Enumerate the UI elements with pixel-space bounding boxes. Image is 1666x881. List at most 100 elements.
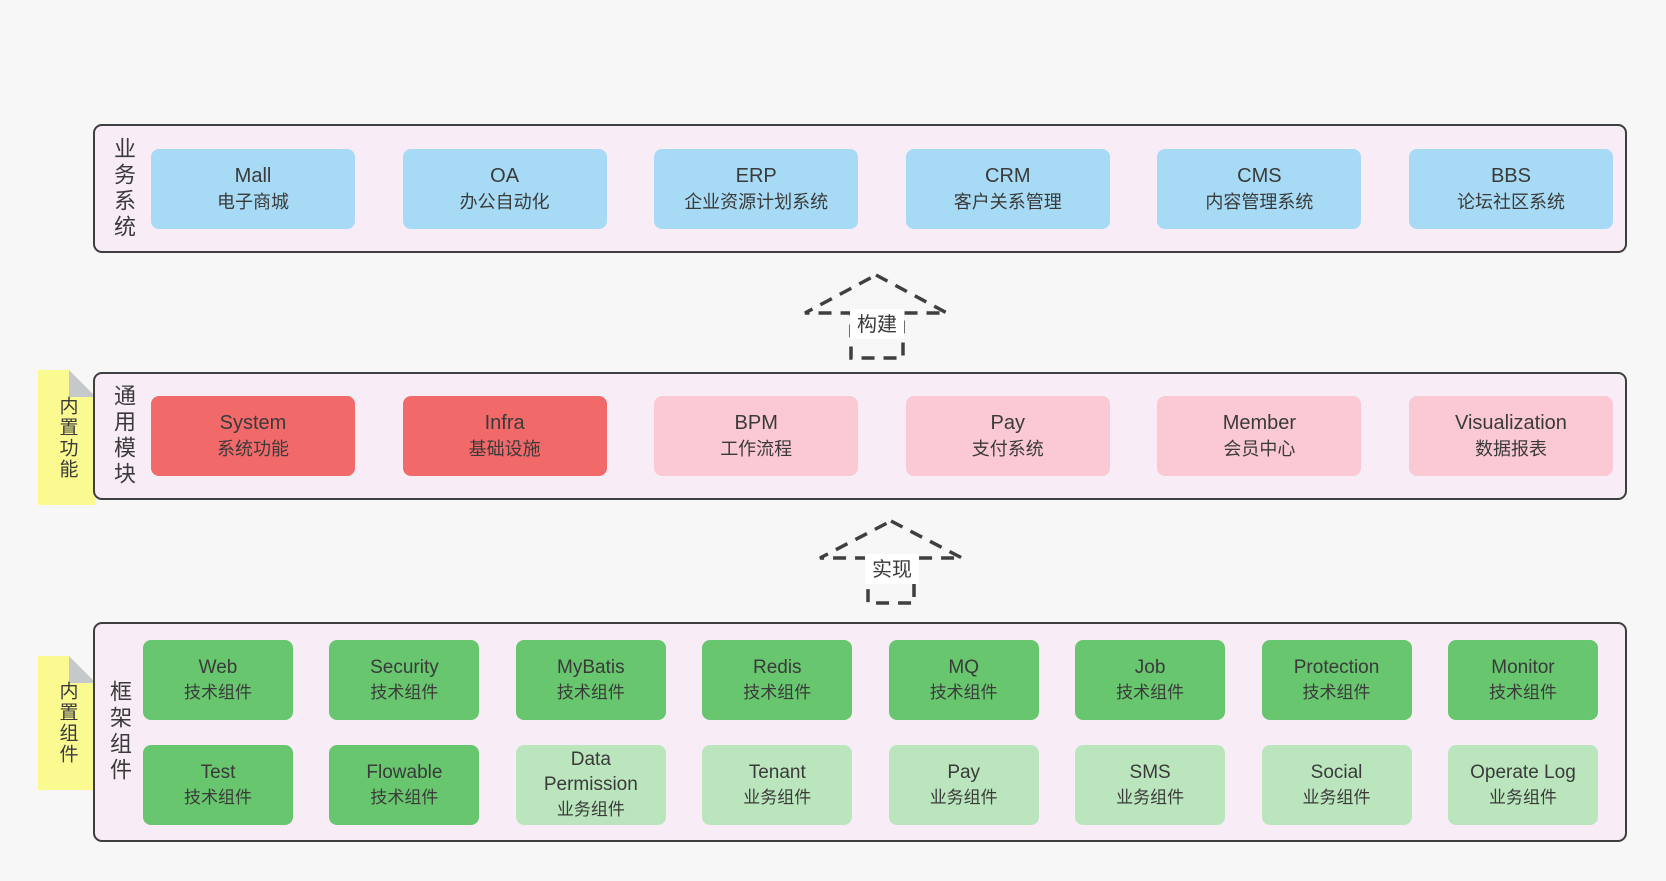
box-subtitle: 业务组件 [1488,787,1557,807]
box-subtitle: 技术组件 [1116,682,1185,702]
box-title: CMS [1237,164,1282,187]
box-subtitle: 业务组件 [743,787,812,807]
box-title: Member [1222,412,1297,434]
box-security: Security 技术组件 [329,639,480,720]
box-title: Tenant [748,761,806,783]
box-subtitle: 技术组件 [370,787,439,807]
box-monitor: Monitor 技术组件 [1447,639,1598,720]
box-protection: Protection 技术组件 [1261,639,1412,720]
box-subtitle: 业务组件 [929,787,998,807]
arrow-implement-label-bg [865,554,919,584]
box-title: Job [1134,656,1166,678]
box-subtitle: 技术组件 [184,787,252,807]
box-title: Data Permission [543,749,638,795]
box-title: MQ [948,656,979,678]
box-title: SMS [1129,761,1171,783]
box-subtitle: 技术组件 [184,682,252,702]
box-mall: Mall 电子商城 [151,148,355,229]
box-title: Social [1310,761,1363,783]
box-subtitle: 内容管理系统 [1205,191,1314,212]
box-title: Pay [947,761,981,783]
arrow-build-label: 构建 [857,313,897,336]
arrow-implement-label: 实现 [872,558,912,581]
box-subtitle: 企业资源计划系统 [684,191,829,212]
box-erp: ERP 企业资源计划系统 [654,148,859,229]
box-data-permission: Data Permission 业务组件 [515,744,666,825]
box-subtitle: 数据报表 [1474,439,1547,459]
box-title: Mall [234,164,272,187]
box-pay: Pay 业务组件 [888,744,1039,825]
box-oa: OA 办公自动化 [402,148,607,229]
arrow-build-icon: 构建 [804,273,948,360]
box-title: CRM [985,164,1031,187]
box-redis: Redis 技术组件 [702,639,853,720]
sticky-note-built-in-components: 内置组件 [38,656,96,790]
box-member: Member 会员中心 [1157,396,1362,476]
layer-label-business-systems: 业务系统 [111,136,136,241]
box-subtitle: 支付系统 [971,439,1044,459]
box-title: ERP [735,164,777,187]
box-subtitle: 技术组件 [1488,682,1557,702]
box-web: Web 技术组件 [143,639,293,720]
box-subtitle: 电子商城 [217,191,289,212]
box-visualization: Visualization 数据报表 [1408,396,1613,476]
box-sms: SMS 业务组件 [1075,744,1226,825]
box-subtitle: 业务组件 [1302,787,1371,807]
box-tenant: Tenant 业务组件 [702,744,853,825]
arrow-build-label-bg [850,309,904,339]
layer-label-framework-components: 框架组件 [107,680,132,784]
box-subtitle: 客户关系管理 [953,191,1062,212]
business-systems-row: Mall 电子商城 OA 办公自动化 ERP 企业资源计划系统 CRM 客户关系管理 CMS 内容… [151,126,1625,251]
box-mybatis: MyBatis 技术组件 [515,639,666,720]
box-subtitle: 论坛社区系统 [1456,191,1565,212]
box-subtitle: 基础设施 [468,439,541,459]
box-system: System 系统功能 [151,396,355,476]
box-job: Job 技术组件 [1075,639,1226,720]
box-operate-log: Operate Log 业务组件 [1447,744,1598,825]
box-title: MyBatis [557,656,625,678]
box-subtitle: 技术组件 [556,682,625,702]
box-title: BPM [734,412,778,434]
box-title: Redis [752,656,802,678]
box-subtitle: 办公自动化 [459,191,550,212]
box-cms: CMS 内容管理系统 [1157,148,1362,229]
box-subtitle: 业务组件 [1116,787,1185,807]
box-bbs: BBS 论坛社区系统 [1408,148,1613,229]
layer-label-common-modules: 通用模块 [111,384,136,488]
box-title: Visualization [1455,412,1567,434]
box-title: Monitor [1491,656,1555,678]
box-subtitle: 系统功能 [217,439,289,459]
box-title: Operate Log [1470,761,1576,783]
arrow-implement-icon: 实现 [819,519,963,605]
box-subtitle: 会员中心 [1223,439,1296,459]
box-bpm: BPM 工作流程 [654,396,859,476]
box-subtitle: 技术组件 [1302,682,1371,702]
box-title: Flowable [366,761,443,783]
box-subtitle: 工作流程 [720,439,793,459]
box-title: Protection [1293,656,1380,678]
box-flowable: Flowable 技术组件 [329,744,480,825]
box-subtitle: 技术组件 [929,682,998,702]
box-subtitle: 业务组件 [556,800,625,819]
box-title: OA [490,164,520,187]
box-title: Security [370,656,439,678]
box-title: BBS [1490,164,1531,187]
box-title: System [219,412,287,434]
box-title: Pay [990,412,1026,434]
sticky-note-built-in-features: 内置功能 [38,370,96,505]
sticky-note-label: 内置功能 [56,395,78,480]
box-subtitle: 技术组件 [370,682,439,702]
box-title: Web [198,656,238,678]
box-subtitle: 技术组件 [743,682,812,702]
box-pay: Pay 支付系统 [905,396,1110,476]
layer-business-systems: 业务系统 Mall 电子商城 OA 办公自动化 ERP 企业资源计划系统 CRM 客户关系管理… [93,124,1627,253]
